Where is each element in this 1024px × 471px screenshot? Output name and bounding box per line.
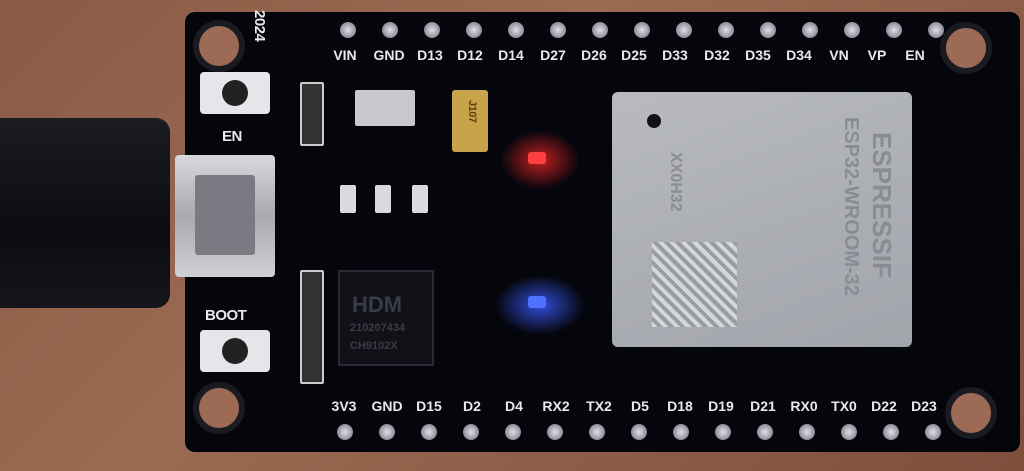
mounting-hole xyxy=(193,382,245,434)
pin-label: RX0 xyxy=(790,398,818,414)
pin-label: D27 xyxy=(540,47,566,63)
pin-label: TX0 xyxy=(831,398,857,414)
module-code: XX0H32 xyxy=(667,152,684,212)
pin-label: D18 xyxy=(667,398,693,414)
resistor xyxy=(300,270,324,384)
pin-label: D2 xyxy=(463,398,481,414)
top-header-pins xyxy=(340,22,944,38)
power-led xyxy=(528,152,546,164)
micro-usb-port[interactable] xyxy=(175,155,275,277)
pin-label: VP xyxy=(867,47,887,63)
bottom-header-pins xyxy=(337,424,941,440)
pin-label: D34 xyxy=(786,47,812,63)
boot-button-label: BOOT xyxy=(205,307,247,324)
chip-lot: 210207434 xyxy=(350,322,406,334)
pin-label: VIN xyxy=(333,47,357,63)
boot-button[interactable] xyxy=(200,330,270,372)
pin-label: D15 xyxy=(416,398,442,414)
status-led xyxy=(528,296,546,308)
pin-label: D22 xyxy=(871,398,897,414)
pin-label: D5 xyxy=(631,398,649,414)
pin-label: D4 xyxy=(505,398,523,414)
voltage-regulator xyxy=(355,90,415,126)
usb-uart-chip: HDM 210207434 CH9102X xyxy=(338,270,434,366)
pin-label: D32 xyxy=(704,47,730,63)
pin-label: D21 xyxy=(750,398,776,414)
pin-label: GND xyxy=(373,47,405,63)
resistor xyxy=(300,82,324,146)
en-button[interactable] xyxy=(200,72,270,114)
usb-cable xyxy=(0,118,170,308)
mounting-hole xyxy=(193,20,245,72)
pin-label: 3V3 xyxy=(331,398,357,414)
pin-label: RX2 xyxy=(542,398,570,414)
en-button-label: EN xyxy=(222,128,242,145)
resistor xyxy=(340,185,356,213)
esp32-wroom-module: ESPRESSIF ESP32-WROOM-32 XX0H32 xyxy=(612,92,912,347)
chip-part: CH9102X xyxy=(350,340,398,352)
top-header-labels: VIN GND D13 D12 D14 D27 D26 D25 D33 D32 … xyxy=(322,47,934,63)
resistor xyxy=(375,185,391,213)
pin-label: VN xyxy=(829,47,849,63)
chip-logo: HDM xyxy=(352,292,403,317)
module-brand: ESPRESSIF xyxy=(867,132,897,278)
capacitor-marking: J107 xyxy=(466,100,478,123)
year-mark: 2024 xyxy=(251,10,268,42)
pin-label: EN xyxy=(905,47,925,63)
pin-label: D19 xyxy=(708,398,734,414)
bottom-header-labels: 3V3 GND D15 D2 D4 RX2 TX2 D5 D18 D19 D21… xyxy=(322,398,944,414)
pin-label: D33 xyxy=(662,47,688,63)
pin-label: D35 xyxy=(745,47,771,63)
pin-label: D14 xyxy=(498,47,524,63)
pin-label: D25 xyxy=(621,47,647,63)
pin-label: D26 xyxy=(581,47,607,63)
mounting-hole xyxy=(940,22,992,74)
module-model: ESP32-WROOM-32 xyxy=(840,117,862,296)
pin-label: D12 xyxy=(457,47,483,63)
pin-label: TX2 xyxy=(586,398,612,414)
resistor xyxy=(412,185,428,213)
pin-label: D13 xyxy=(417,47,443,63)
tantalum-capacitor xyxy=(452,90,488,152)
pin-label: GND xyxy=(371,398,403,414)
datamatrix-code xyxy=(652,242,737,327)
mounting-hole xyxy=(945,387,997,439)
pin-label: D23 xyxy=(911,398,937,414)
